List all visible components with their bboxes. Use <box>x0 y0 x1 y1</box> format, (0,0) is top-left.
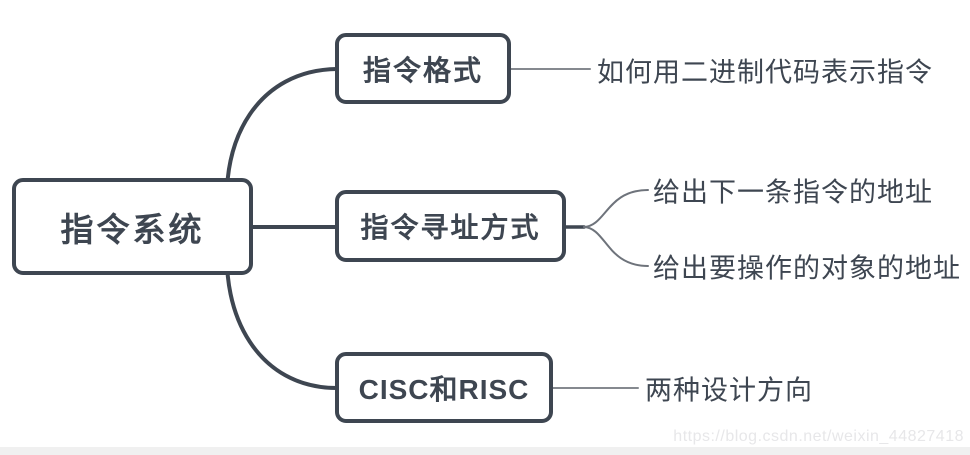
leaf-label: 给出下一条指令的地址 <box>653 177 933 208</box>
branch-node-instruction-format: 指令格式 <box>335 33 511 104</box>
branch-node-label: 指令寻址方式 <box>360 212 541 243</box>
leaf-text-operand-address: 给出要操作的对象的地址 <box>653 247 961 286</box>
leaf-label: 给出要操作的对象的地址 <box>653 253 961 284</box>
branch-node-cisc-risc: CISC和RISC <box>335 352 553 423</box>
branch-node-label: CISC和RISC <box>358 373 530 405</box>
leaf-text-two-design-directions: 两种设计方向 <box>645 369 813 408</box>
branch-node-addressing-mode: 指令寻址方式 <box>335 190 566 262</box>
leaf-text-next-instruction-address: 给出下一条指令的地址 <box>653 171 933 210</box>
footer-bar <box>0 447 970 455</box>
edge-addressing-to-leaf-next-instruction <box>583 189 649 228</box>
root-node-label: 指令系统 <box>60 210 205 248</box>
branch-node-label: 指令格式 <box>362 54 483 86</box>
csdn-watermark: https://blog.csdn.net/weixin_44827418 <box>673 428 964 445</box>
leaf-label: 两种设计方向 <box>645 375 813 406</box>
edge-addressing-to-leaf-operand-address <box>583 226 649 267</box>
root-node-instruction-system: 指令系统 <box>12 178 253 275</box>
leaf-label: 如何用二进制代码表示指令 <box>597 57 933 88</box>
leaf-text-binary-code: 如何用二进制代码表示指令 <box>597 51 933 90</box>
